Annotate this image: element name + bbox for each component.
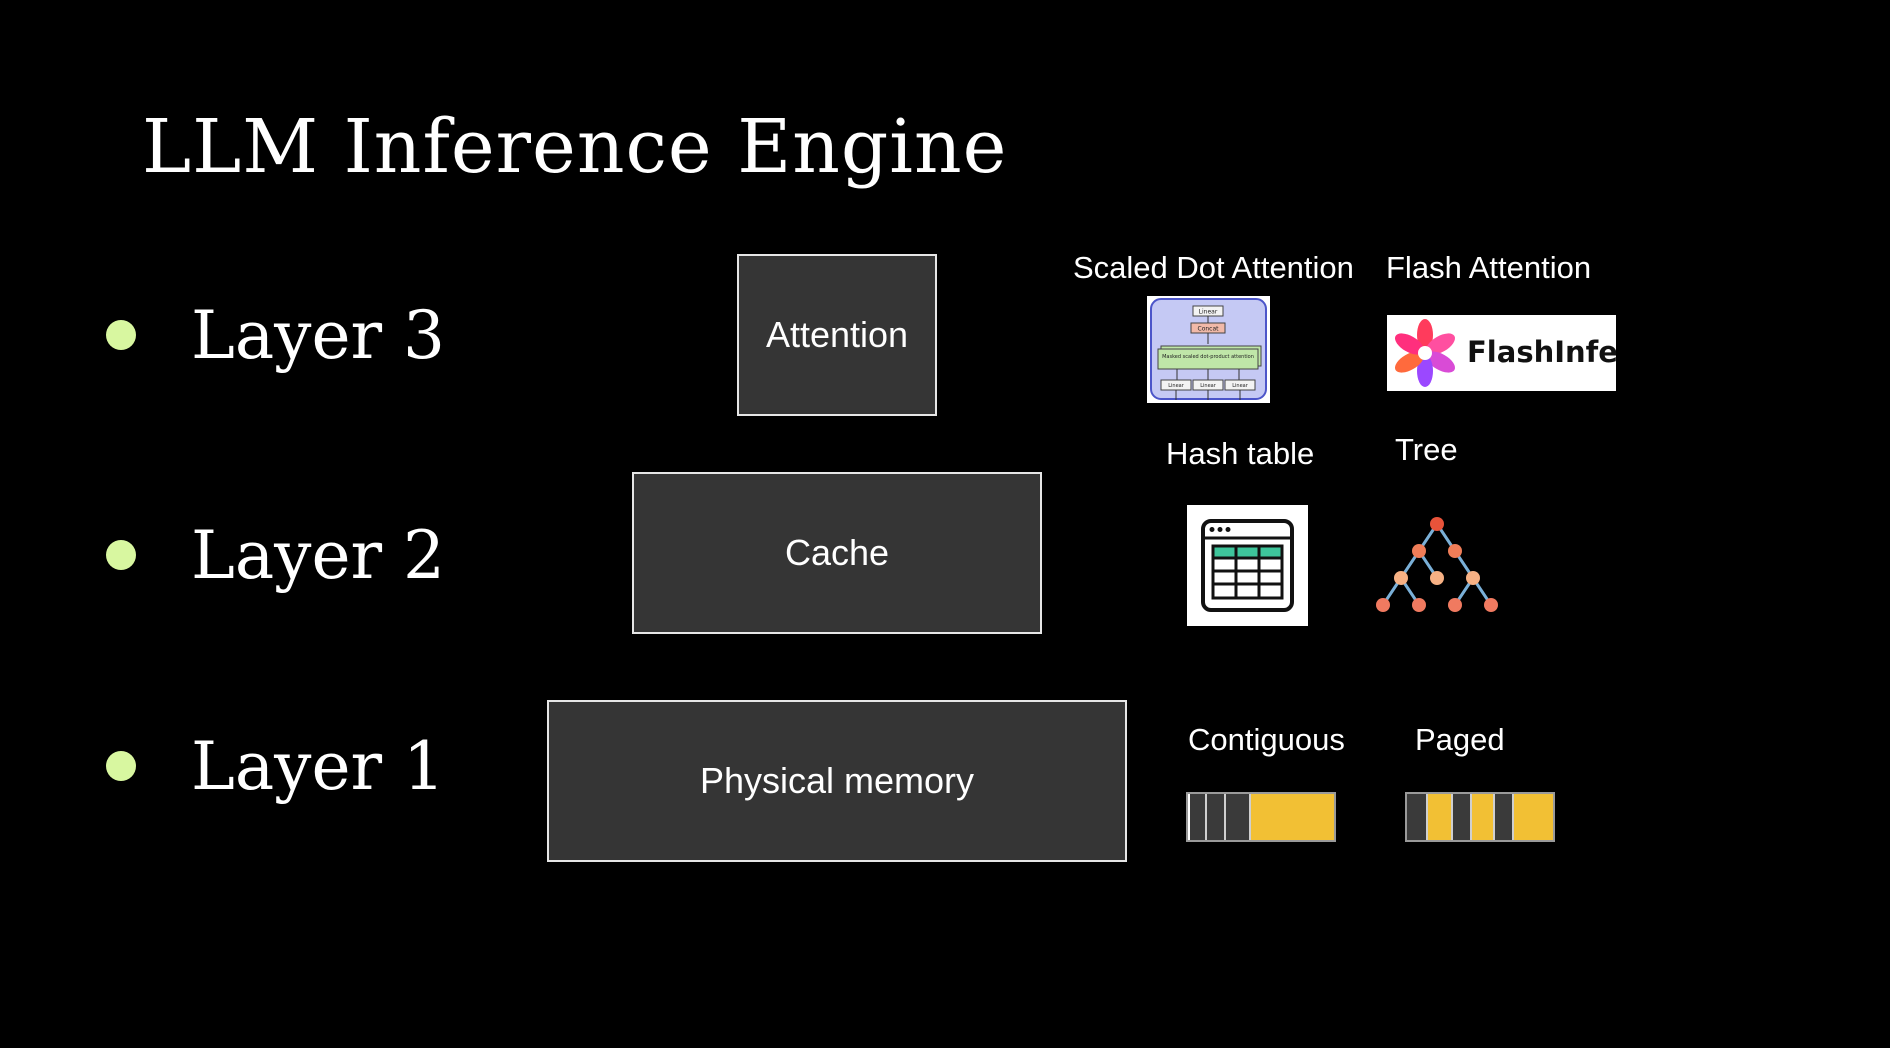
memory-block [1493, 794, 1514, 840]
memory-block [1407, 794, 1428, 840]
bullet-dot [106, 320, 136, 350]
diagram-label: Masked scaled dot-product attention [1162, 354, 1254, 360]
flashinfer-swirl-icon [1394, 319, 1456, 387]
bullet-layer-3: Layer 3 [106, 295, 445, 375]
tree-caption: Tree [1395, 432, 1458, 467]
attention-box: Attention [737, 254, 937, 416]
page-title: LLM Inference Engine [142, 104, 1008, 190]
memory-used-region [1251, 794, 1334, 840]
scaled-dot-attention-caption: Scaled Dot Attention [1073, 250, 1354, 285]
memory-block [1451, 794, 1472, 840]
contiguous-caption: Contiguous [1188, 722, 1345, 757]
hash-table-icon-graphic [1201, 519, 1294, 612]
layer-1-label: Layer 1 [191, 727, 446, 805]
bullet-dot [106, 540, 136, 570]
multi-head-attention-icon: Linear Concat Masked scaled dot-product … [1150, 298, 1267, 400]
diagram-label: Linear [1200, 383, 1216, 389]
memory-block [1207, 794, 1226, 840]
flashinfer-logo-text: FlashInfer [1467, 335, 1616, 369]
bullet-layer-1: Layer 1 [106, 726, 445, 806]
layer-2-label: Layer 2 [191, 516, 446, 594]
flash-attention-caption: Flash Attention [1386, 250, 1592, 285]
tree-icon [1370, 512, 1505, 617]
paged-caption: Paged [1415, 722, 1505, 757]
memory-used-region [1472, 794, 1493, 840]
layer-3-label: Layer 3 [191, 296, 446, 374]
memory-block [1226, 794, 1251, 840]
hash-table-icon [1187, 505, 1308, 626]
diagram-label: Concat [1198, 326, 1220, 333]
memory-used-region [1428, 794, 1451, 840]
diagram-label: Linear [1199, 309, 1218, 316]
physical-memory-box: Physical memory [547, 700, 1127, 862]
paged-memory-bar [1405, 792, 1555, 842]
scaled-dot-attention-diagram: Linear Concat Masked scaled dot-product … [1147, 296, 1270, 403]
bullet-dot [106, 751, 136, 781]
flashinfer-logo: FlashInfer [1387, 315, 1616, 391]
diagram-label: Linear [1168, 383, 1184, 389]
contiguous-memory-bar [1186, 792, 1336, 842]
diagram-label: Linear [1232, 383, 1248, 389]
hash-table-caption: Hash table [1166, 436, 1315, 471]
memory-used-region [1514, 794, 1553, 840]
cache-box: Cache [632, 472, 1042, 634]
memory-block [1188, 794, 1207, 840]
bullet-layer-2: Layer 2 [106, 515, 445, 595]
tree-icon-graphic [1376, 517, 1498, 612]
